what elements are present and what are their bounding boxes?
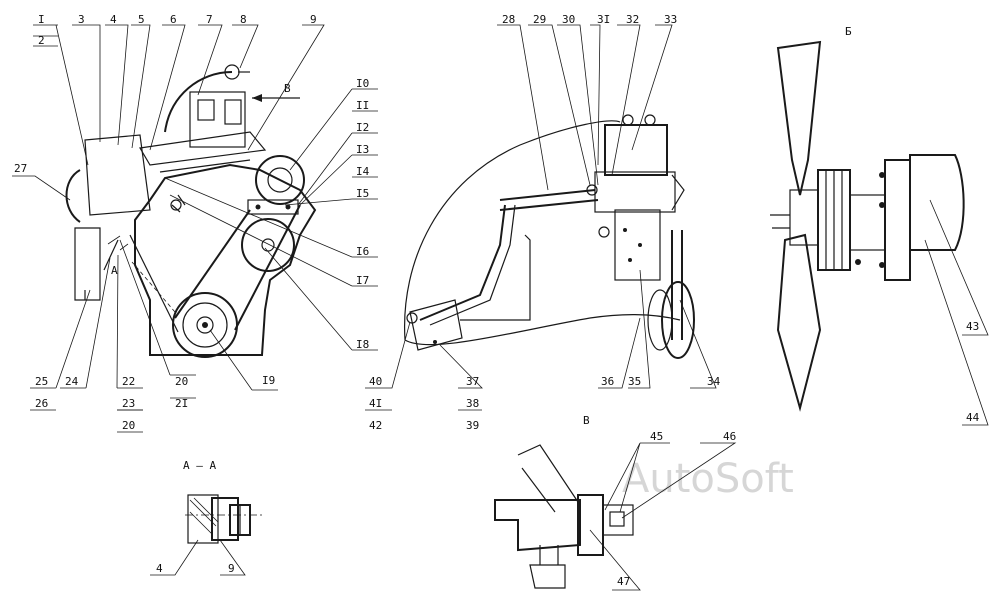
callout-12: I2 <box>356 121 369 134</box>
callout-30: 30 <box>562 13 575 26</box>
callout-aa-4: 4 <box>156 562 163 575</box>
callout-34: 34 <box>707 375 721 388</box>
callout-44: 44 <box>966 411 980 424</box>
callout-35: 35 <box>628 375 641 388</box>
view-v-label: В <box>583 414 590 427</box>
callout-41: 4I <box>369 397 382 410</box>
fan-view: Б <box>770 25 965 412</box>
callout-17: I7 <box>356 274 369 287</box>
compressor-view <box>403 114 695 359</box>
callout-14: I4 <box>356 165 370 178</box>
arrow-v-label: В <box>284 82 291 95</box>
watermark-text: AutoSoft <box>622 456 794 502</box>
callouts-view2: 28 29 30 3I 32 33 34 35 36 37 38 39 40 4… <box>369 13 721 432</box>
callout-10: I0 <box>356 77 369 90</box>
callouts-view3: 43 44 <box>966 320 980 424</box>
callout-13: I3 <box>356 143 369 156</box>
callout-46: 46 <box>723 430 736 443</box>
callout-42: 42 <box>369 419 382 432</box>
leaders-view3 <box>924 199 989 426</box>
engine-front-view: А В <box>65 64 317 358</box>
callout-21: 2I <box>175 397 188 410</box>
callout-22: 22 <box>122 375 135 388</box>
mark-a: А <box>111 264 118 277</box>
callout-3: 3 <box>78 13 85 26</box>
callout-6: 6 <box>170 13 177 26</box>
callout-28: 28 <box>502 13 515 26</box>
callout-32: 32 <box>626 13 639 26</box>
section-aa-label: А – А <box>183 459 216 472</box>
callout-29: 29 <box>533 13 546 26</box>
view-v: В 45 46 47 <box>494 414 737 591</box>
callout-5: 5 <box>138 13 145 26</box>
callout-7: 7 <box>206 13 213 26</box>
callout-15: I5 <box>356 187 369 200</box>
callout-26: 26 <box>35 397 48 410</box>
callout-20b: 20 <box>122 419 135 432</box>
callout-37: 37 <box>466 375 479 388</box>
callout-24: 24 <box>65 375 79 388</box>
callout-25: 25 <box>35 375 48 388</box>
callout-39: 39 <box>466 419 479 432</box>
callout-47: 47 <box>617 575 630 588</box>
section-aa-view: А – А 4 9 <box>150 459 265 576</box>
callout-40: 40 <box>369 375 382 388</box>
leaders-view1 <box>12 24 378 433</box>
view-b-label: Б <box>845 25 852 38</box>
callout-aa-9: 9 <box>228 562 235 575</box>
callout-16: I6 <box>356 245 369 258</box>
callout-31: 3I <box>597 13 610 26</box>
callout-2: 2 <box>38 34 45 47</box>
callout-20a: 20 <box>175 375 188 388</box>
callout-4: 4 <box>110 13 117 26</box>
callout-43: 43 <box>966 320 979 333</box>
callout-27: 27 <box>14 162 27 175</box>
callout-23: 23 <box>122 397 135 410</box>
callout-33: 33 <box>664 13 677 26</box>
callout-9: 9 <box>310 13 317 26</box>
callout-36: 36 <box>601 375 614 388</box>
callout-1: I <box>38 13 45 26</box>
callout-38: 38 <box>466 397 479 410</box>
callout-8: 8 <box>240 13 247 26</box>
callout-18: I8 <box>356 338 369 351</box>
callout-45: 45 <box>650 430 663 443</box>
callout-19: I9 <box>262 374 275 387</box>
callout-11: II <box>356 99 369 112</box>
leaders-view2 <box>365 24 717 411</box>
callouts-view1: I 2 3 4 5 6 7 8 9 I0 II I2 I3 I4 I5 I6 I… <box>14 13 370 432</box>
